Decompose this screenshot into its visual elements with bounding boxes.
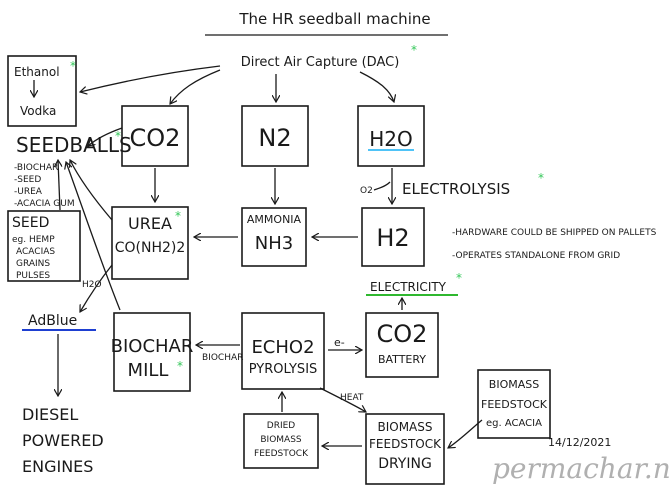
seed-line-hemp: eg. HEMP — [12, 235, 55, 245]
ethanol-vodka-box — [7, 55, 77, 127]
biomass-feedstock-label-1: BIOMASS — [489, 378, 539, 391]
dac-to-co2-arrow — [170, 69, 221, 104]
ammonia-box — [241, 207, 307, 267]
biomass-feedstock-box — [477, 369, 551, 439]
co2-label: CO2 — [130, 124, 181, 152]
drying-box — [365, 413, 445, 485]
co2-battery-label-1: CO2 — [377, 320, 428, 348]
note-pallets: -HARDWARE COULD BE SHIPPED ON PALLETS — [452, 228, 657, 238]
electricity-star: * — [456, 271, 462, 285]
diesel-label-3: ENGINES — [22, 457, 93, 476]
h2o-label: H2O — [369, 127, 413, 151]
urea-star: * — [175, 209, 181, 223]
seedballs-label: SEEDBALLS — [16, 133, 132, 157]
signature-watermark: permachar.net — [492, 452, 670, 485]
urea-label: UREA — [128, 214, 172, 233]
co2-battery-label-2: BATTERY — [378, 353, 426, 366]
seedballs-star: * — [115, 129, 121, 143]
biomass-feedstock-label-2: FEEDSTOCK — [481, 398, 548, 411]
adblue-label: AdBlue — [28, 313, 77, 329]
feedstock-to-drying-arrow — [448, 419, 483, 448]
drying-label-2: FEEDSTOCK — [369, 437, 442, 451]
biochar-mill-star: * — [177, 359, 183, 373]
diagram-title: The HR seedball machine — [238, 10, 430, 28]
drying-label-1: BIOMASS — [377, 420, 432, 434]
dac-to-ethanol-arrow — [80, 65, 221, 92]
note-standalone: -OPERATES STANDALONE FROM GRID — [452, 251, 620, 261]
o2-label: O2 — [360, 186, 373, 196]
date-label: 14/12/2021 — [548, 436, 611, 449]
dried-feedstock-label-3: FEEDSTOCK — [254, 449, 309, 459]
diesel-label-2: POWERED — [22, 431, 104, 450]
n2-box — [241, 105, 309, 167]
echo2-pyrolysis-box — [241, 312, 325, 390]
urea-formula: CO(NH2)2 — [115, 240, 186, 256]
electrolysis-star: * — [538, 171, 544, 185]
seed-line-pulses: PULSES — [16, 271, 50, 281]
urea-to-seedballs-arrow — [70, 160, 113, 221]
drying-label-3: DRYING — [378, 456, 432, 472]
ammonia-label: AMMONIA — [247, 213, 302, 226]
biomass-feedstock-label-3: eg. ACACIA — [486, 418, 542, 429]
co2-box — [121, 105, 189, 167]
dac-label: Direct Air Capture (DAC) — [241, 55, 400, 70]
biochar-to-seedballs-arrow — [66, 162, 121, 311]
o2-branch-line — [373, 181, 391, 191]
h2o-box — [357, 105, 425, 167]
electron-label: e- — [334, 336, 345, 349]
echo2-to-drying-arrow — [319, 387, 366, 412]
seedballs-item-seed: -SEED — [14, 175, 41, 185]
n2-label: N2 — [258, 124, 291, 152]
dac-to-h2o-arrow — [359, 71, 394, 102]
biochar-mill-box — [113, 312, 191, 392]
ethanol-label: Ethanol — [14, 65, 60, 79]
biochar-flow-label: BIOCHAR — [202, 353, 243, 363]
seed-box — [7, 210, 81, 282]
pyrolysis-label: PYROLYSIS — [249, 362, 318, 377]
seed-line-acacias: ACACIAS — [16, 247, 55, 257]
urea-box — [111, 206, 189, 280]
ethanol-star: * — [70, 59, 76, 73]
nh3-label: NH3 — [255, 233, 293, 254]
dac-star: * — [411, 43, 417, 57]
seedballs-item-biochar: -BIOCHAR — [14, 163, 58, 173]
h2-label: H2 — [376, 224, 409, 252]
seed-line-grains: GRAINS — [16, 259, 50, 269]
dried-feedstock-label-1: DRIED — [267, 421, 296, 431]
co2-to-seedballs-arrow — [88, 127, 123, 146]
vodka-label: Vodka — [20, 104, 56, 118]
seed-to-seedballs-arrow — [58, 160, 60, 211]
adblue-h2o-label: H2O — [82, 280, 102, 290]
biochar-mill-label-1: BIOCHAR — [111, 336, 194, 357]
urea-to-adblue-arrow — [80, 264, 113, 312]
h2-box — [361, 207, 425, 267]
electrolysis-label: ELECTROLYSIS — [402, 180, 510, 198]
electricity-label: ELECTRICITY — [370, 280, 447, 294]
co2-battery-box — [365, 312, 439, 378]
seedballs-item-urea: -UREA — [14, 187, 43, 197]
heat-label: HEAT — [340, 393, 364, 403]
echo2-label: ECHO2 — [251, 337, 314, 358]
seedballs-item-acacia-gum: -ACACIA GUM — [14, 199, 75, 209]
dried-feedstock-label-2: BIOMASS — [260, 435, 302, 445]
dried-feedstock-box — [243, 413, 319, 469]
diesel-label-1: DIESEL — [22, 405, 78, 424]
biochar-mill-label-2: MILL — [128, 360, 169, 381]
seed-title: SEED — [12, 215, 49, 231]
